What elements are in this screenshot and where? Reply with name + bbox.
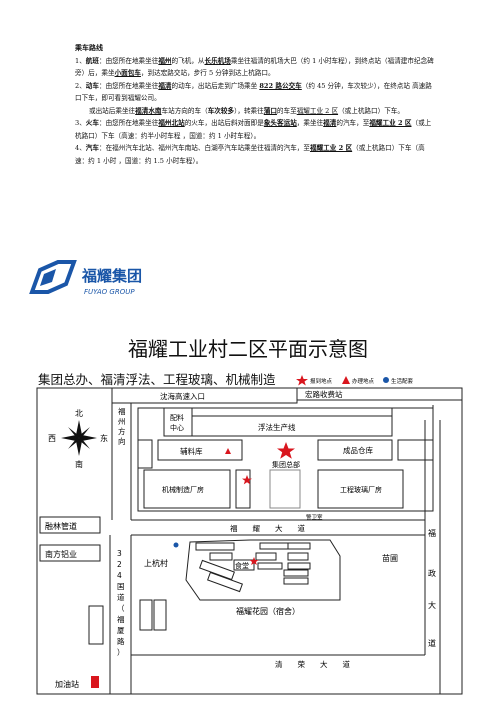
dot-icon bbox=[383, 377, 389, 383]
report-star-icon bbox=[242, 475, 252, 485]
star-icon bbox=[296, 375, 308, 386]
fuyao-garden: 福耀花园（宿舍） bbox=[236, 606, 300, 616]
route-item: 2、动车：由您所在地乘坐往福清的动车，出站后走到广场乘坐 822 路公交车（约 … bbox=[75, 81, 432, 103]
legend: 报到地点 办理地点 生活配套 bbox=[296, 375, 414, 386]
compass-east: 东 bbox=[100, 433, 108, 443]
gas-pump-icon bbox=[91, 676, 99, 688]
svg-text:中心: 中心 bbox=[170, 423, 184, 432]
office-marker-icon bbox=[225, 448, 231, 454]
map-title: 福耀工业村二区平面示意图 bbox=[128, 337, 368, 361]
logo-cn: 福耀集团 bbox=[81, 267, 142, 285]
route-item: 或出站后乘坐往福清水南车站方向的车（车次较多），转乘往蒲口的车至福耀工业 2 区… bbox=[89, 106, 404, 115]
highway-entry: 沈海高速入口 bbox=[160, 391, 205, 401]
route-text: 乘车路线 1、航班：由您所在地乘坐往福州的飞机，从长乐机场乘坐往福清的机场大巴（… bbox=[75, 42, 435, 167]
shangkang-village: 上杭村 bbox=[144, 558, 168, 568]
eng-glass-plant: 工程玻璃厂房 bbox=[340, 485, 382, 494]
product-store: 成品仓库 bbox=[343, 445, 373, 455]
route-item: 1、航班：由您所在地乘坐往福州的飞机，从长乐机场乘坐往福清的机场大巴（约 1 小… bbox=[75, 56, 434, 78]
route-list: 1、航班：由您所在地乘坐往福州的飞机，从长乐机场乘坐往福清的机场大巴（约 1 小… bbox=[75, 55, 435, 168]
route-heading: 乘车路线 bbox=[75, 43, 103, 52]
map-subtitle: 集团总办、福清浮法、工程玻璃、机械制造 bbox=[38, 372, 276, 387]
legend-report: 报到地点 bbox=[310, 377, 333, 385]
compass bbox=[61, 420, 97, 456]
fuyao-avenue: 福 耀 大 道 bbox=[230, 523, 305, 533]
svg-text:配料: 配料 bbox=[170, 413, 184, 422]
legend-office: 办理地点 bbox=[352, 377, 375, 385]
nanfang-aluminium: 南方铝业 bbox=[45, 549, 77, 559]
fuzheng-avenue: 福政大道 bbox=[428, 529, 436, 648]
legend-life: 生活配套 bbox=[391, 377, 414, 385]
canteen: 食堂 bbox=[235, 561, 249, 570]
hq-label: 集团总部 bbox=[272, 460, 300, 469]
rongle-pipe: 融林管道 bbox=[45, 521, 77, 531]
fuyao-logo bbox=[29, 260, 77, 294]
compass-south: 南 bbox=[75, 459, 83, 469]
compass-west: 西 bbox=[48, 434, 56, 443]
compass-north: 北 bbox=[75, 409, 83, 418]
machine-plant: 机械制造厂房 bbox=[162, 485, 204, 494]
route-item: 3、火车：由您所在地乘坐往福州北站的火车，出站后斜对面即是象头客运站，乘坐往福清… bbox=[75, 119, 432, 140]
bus-stop-icon bbox=[173, 542, 179, 548]
toll-station: 宏路收费站 bbox=[305, 389, 343, 399]
canteen-star-icon bbox=[249, 557, 259, 565]
float-line: 浮法生产线 bbox=[258, 422, 296, 432]
hq-star-icon bbox=[277, 442, 295, 459]
guard-room: 警卫室 bbox=[306, 513, 323, 521]
fuzhou-direction-label: 福州方向 bbox=[118, 407, 126, 446]
fuzhou-direction-text: 福州方向 bbox=[118, 407, 126, 446]
route-item: 4、汽车：在福州汽车北站、福州汽车南站、白湖亭汽车站乘坐往福清的汽车，至福耀工业… bbox=[75, 144, 425, 165]
triangle-icon bbox=[342, 376, 350, 384]
nursery: 苗圃 bbox=[382, 554, 398, 563]
gas-station: 加油站 bbox=[55, 679, 79, 689]
qingrong-avenue: 清 荣 大 道 bbox=[275, 659, 350, 669]
aux-store: 辅料库 bbox=[180, 446, 203, 456]
logo-en: FUYAO GROUP bbox=[84, 288, 135, 296]
